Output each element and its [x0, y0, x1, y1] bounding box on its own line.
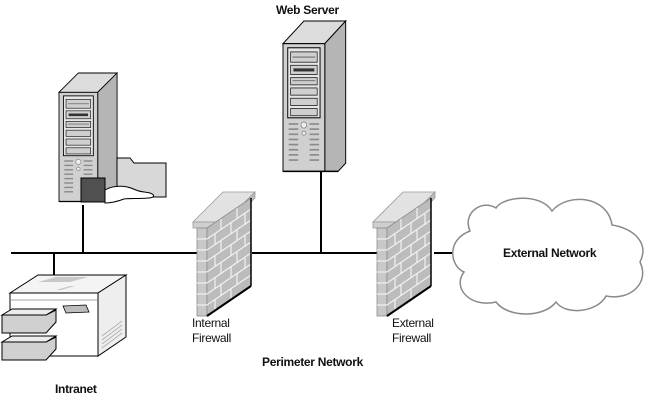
external-network-label: External Network — [503, 246, 597, 260]
web-server-icon — [282, 20, 347, 173]
network-links — [11, 172, 456, 278]
internal-firewall-label-line2: Firewall — [192, 331, 231, 345]
perimeter-network-label: Perimeter Network — [262, 355, 363, 369]
hand-folder-icon — [80, 157, 167, 204]
external-firewall-label-line2: Firewall — [392, 331, 431, 345]
internal-firewall-label-line1: Internal — [192, 316, 230, 330]
web-server-label: Web Server — [276, 3, 339, 17]
intranet-label: Intranet — [55, 382, 97, 396]
external-firewall-label-line1: External — [392, 316, 434, 330]
external-firewall-icon — [372, 191, 436, 317]
external-network-cloud-icon — [452, 197, 644, 315]
printer-icon — [0, 274, 128, 361]
internal-firewall-icon — [192, 191, 256, 317]
